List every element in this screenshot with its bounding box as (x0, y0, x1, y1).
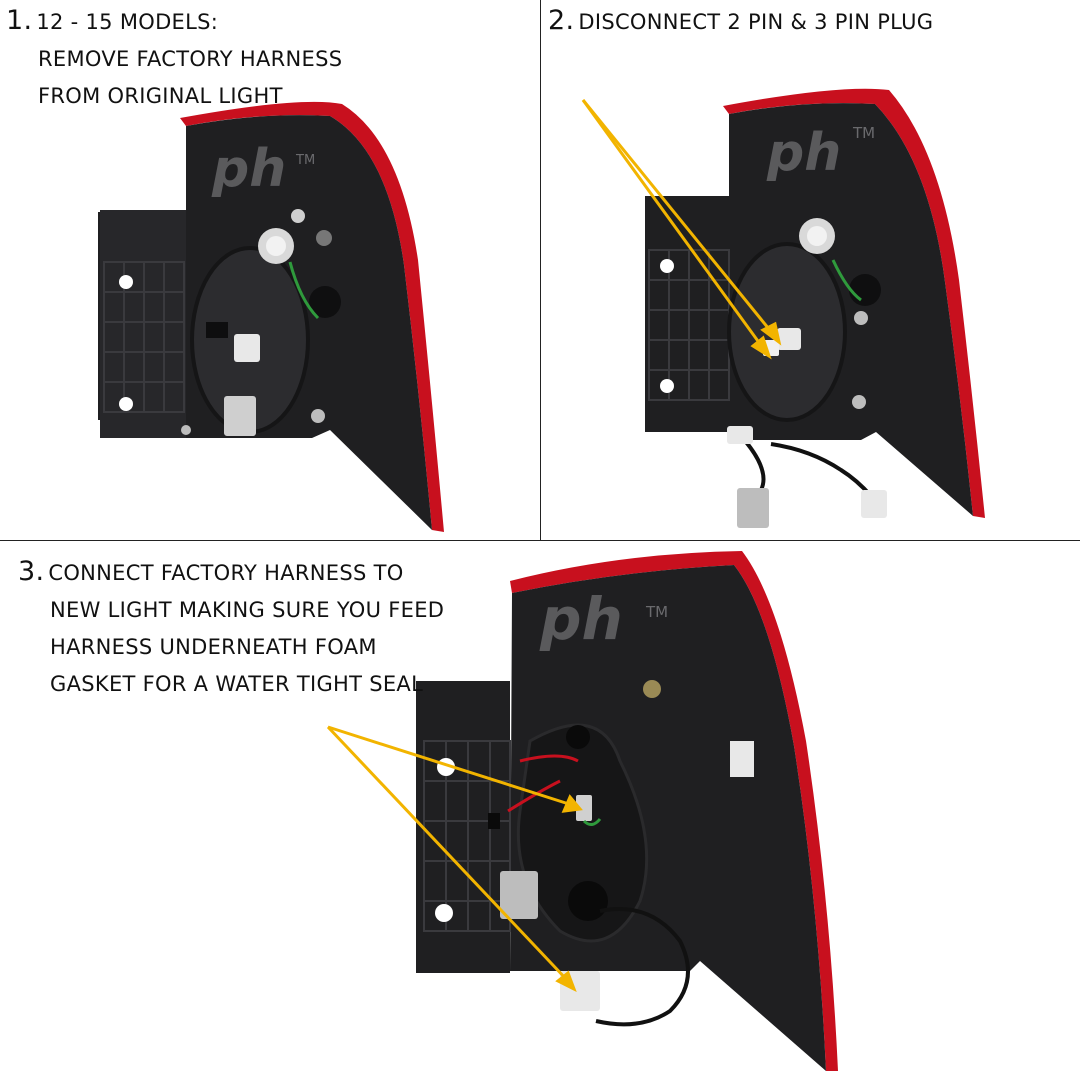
watermark-tm: TM (295, 153, 315, 168)
step-text-line: GASKET FOR A WATER TIGHT SEAL (50, 672, 424, 696)
step-text-line: HARNESS UNDERNEATH FOAM (50, 635, 377, 659)
step-2-panel: ph TM 2.DISCONNECT 2 PIN & 3 PIN PLUG (541, 0, 1080, 540)
watermark-logo: ph (211, 139, 286, 199)
panel-divider-vertical (539, 0, 541, 540)
step-text-line: REMOVE FACTORY HARNESS (38, 47, 343, 71)
step-number: 3. (18, 556, 45, 587)
step-2-instructions: 2.DISCONNECT 2 PIN & 3 PIN PLUG (548, 2, 933, 41)
tail-light-housing-icon: ph TM (98, 101, 444, 532)
step-3-instructions: 3.CONNECT FACTORY HARNESS TO NEW LIGHT M… (18, 553, 444, 703)
step-text-line: FROM ORIGINAL LIGHT (38, 84, 283, 108)
tail-light-housing-icon: ph TM (581, 88, 985, 528)
step-text-line: 12 - 15 MODELS: (36, 10, 219, 34)
tail-light-housing-icon: ph TM (326, 551, 838, 1071)
step-1-instructions: 1.12 - 15 MODELS: REMOVE FACTORY HARNESS… (6, 2, 342, 115)
watermark-tm: TM (852, 124, 875, 142)
panel-divider-horizontal (0, 539, 1080, 541)
watermark-logo: ph (539, 585, 623, 653)
wiring-harness-icon (727, 426, 887, 528)
step-number: 1. (6, 5, 33, 36)
step-number: 2. (548, 5, 575, 36)
step-1-panel: ph TM 1.12 - 15 MODELS: REMOVE FACTORY H… (0, 0, 540, 540)
step-text-line: CONNECT FACTORY HARNESS TO (48, 561, 404, 585)
step-text-line: DISCONNECT 2 PIN & 3 PIN PLUG (578, 10, 934, 34)
step-3-panel: ph TM 3.CONNECT FACTORY HARNESS TO NEW L… (0, 541, 1080, 1080)
step-text-line: NEW LIGHT MAKING SURE YOU FEED (50, 598, 445, 622)
watermark-logo: ph (766, 123, 841, 183)
watermark-tm: TM (645, 603, 668, 621)
arrow-pointer-icon (326, 725, 583, 993)
arrow-pointer-icon (581, 99, 782, 360)
